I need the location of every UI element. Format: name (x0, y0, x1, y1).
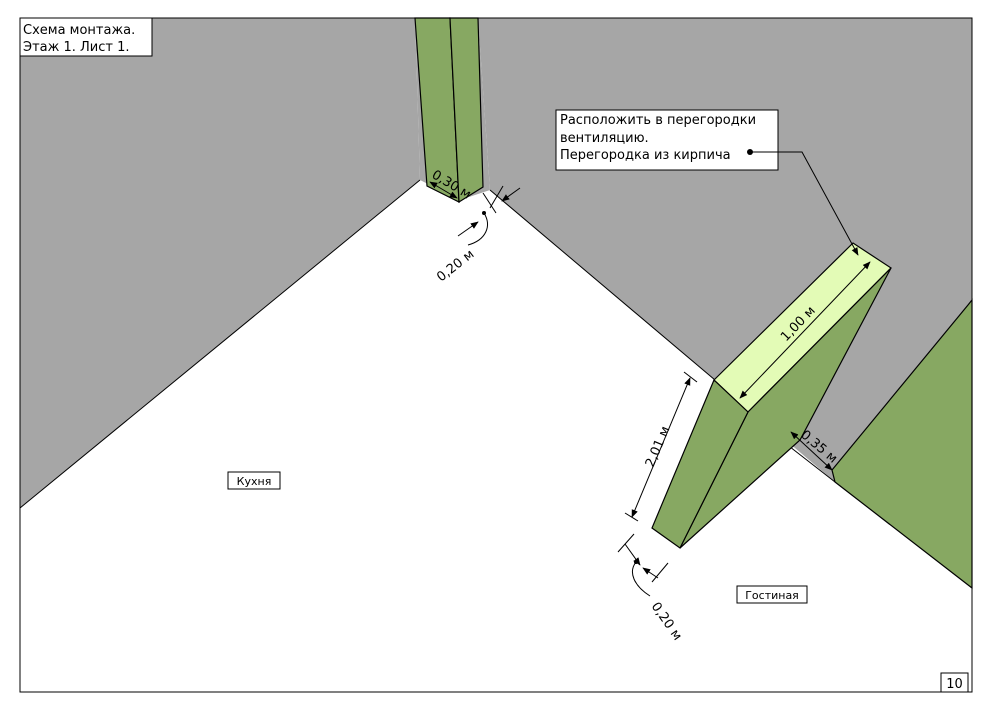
kitchen-label: Кухня (237, 475, 272, 488)
title-line-2: Этаж 1. Лист 1. (23, 40, 129, 55)
page-number: 10 (946, 677, 963, 692)
note-leader (750, 151, 859, 256)
note-line-3: Перегородка из кирпича (560, 148, 731, 163)
note-box (555, 109, 779, 171)
floor-edge-right (489, 189, 716, 381)
title-block: Схема монтажа. Этаж 1. Лист 1. (19, 17, 153, 57)
note-line-1: Расположить в перегородки (560, 113, 756, 128)
drawing-frame (19, 17, 973, 693)
page-number-box: 10 (940, 672, 969, 693)
right-green-wall (831, 298, 973, 590)
note-line-2: вентиляцию. (560, 131, 649, 146)
title-line-1: Схема монтажа. (23, 23, 135, 38)
note-callout: Расположить в перегородки вентиляцию. Пе… (555, 109, 859, 256)
room-label-living: Гостиная (736, 585, 808, 604)
room-label-kitchen: Кухня (227, 471, 281, 490)
corner-column (414, 17, 484, 204)
living-room-label: Гостиная (745, 589, 799, 602)
left-wall (20, 18, 420, 508)
floor-edge-left (19, 179, 421, 509)
